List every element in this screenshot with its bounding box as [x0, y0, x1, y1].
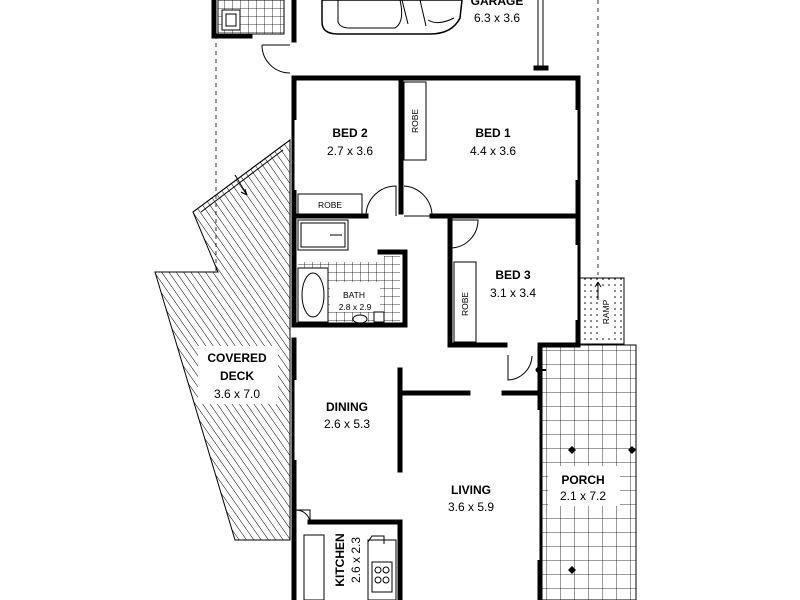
robe-bed2 [297, 193, 363, 215]
deck-dims: 3.6 x 7.0 [214, 387, 260, 401]
living-dims: 3.6 x 5.9 [448, 500, 494, 514]
robe-bed2-label: ROBE [318, 200, 342, 210]
kitchen-fixtures [303, 534, 397, 600]
robe-bed3 [453, 261, 477, 343]
car-icon [321, 0, 463, 35]
bed2-name: BED 2 [332, 126, 368, 140]
walls [291, 75, 581, 600]
robe-bed3-label: ROBE [460, 292, 470, 316]
porch-floor [539, 344, 637, 600]
garage [261, 0, 549, 74]
bed2-dims: 2.7 x 3.6 [327, 144, 373, 158]
bed3-dims: 3.1 x 3.4 [490, 286, 536, 300]
bath-fixtures [297, 219, 400, 324]
dining-dims: 2.6 x 5.3 [324, 417, 370, 431]
porch-dims: 2.1 x 7.2 [560, 489, 606, 503]
robe-bed1-label: ROBE [410, 109, 420, 133]
living-name: LIVING [451, 483, 491, 497]
garage-door [261, 44, 291, 74]
bed1-name: BED 1 [475, 126, 511, 140]
door-swings [295, 185, 546, 523]
deck-name-line1: COVERED [207, 351, 267, 365]
porch-name: PORCH [561, 473, 604, 487]
deck-name-line2: DECK [220, 369, 254, 383]
ramp [575, 277, 625, 345]
kitchen-name: KITCHEN [333, 533, 347, 586]
dining-name: DINING [326, 400, 368, 414]
bed3-name: BED 3 [495, 268, 531, 282]
bath-dims: 2.8 x 2.9 [339, 302, 372, 312]
bed1-dims: 4.4 x 3.6 [470, 144, 516, 158]
bath-name: BATH [343, 290, 365, 300]
covered-deck [154, 139, 291, 541]
robe-bed1 [403, 81, 427, 161]
kitchen-dims: 2.6 x 2.3 [349, 537, 363, 583]
ramp-label: RAMP [601, 299, 611, 324]
garage-name: GARAGE [471, 0, 524, 8]
laundry-area [211, 0, 285, 39]
garage-dims: 6.3 x 3.6 [474, 11, 520, 25]
